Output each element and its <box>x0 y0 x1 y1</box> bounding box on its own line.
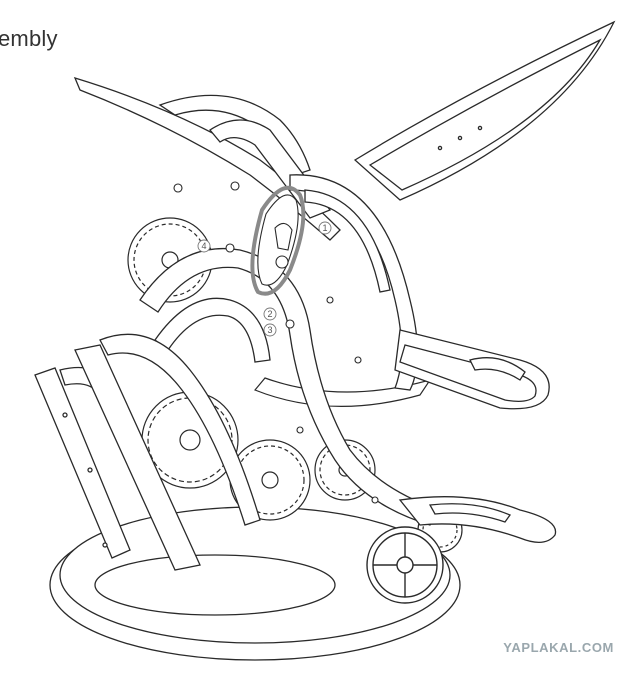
callout-4: 4 <box>197 239 211 253</box>
page-title: embly <box>0 26 58 51</box>
watermark: YAPLAKAL.COM <box>503 640 614 655</box>
highlighted-link <box>250 185 306 296</box>
callout-3: 3 <box>263 323 277 337</box>
svg-text:4: 4 <box>201 241 206 251</box>
front-legs <box>34 344 201 571</box>
pins <box>173 181 379 504</box>
upper-wing <box>73 76 341 241</box>
tail-fin <box>398 496 557 543</box>
spear-blade <box>353 20 616 201</box>
spoked-wheel <box>366 526 444 604</box>
base-plate <box>49 506 461 661</box>
link-detail <box>257 194 299 286</box>
callout-2: 2 <box>263 307 277 321</box>
svg-text:3: 3 <box>267 325 272 335</box>
svg-text:1: 1 <box>322 223 327 233</box>
gear-train <box>127 217 463 553</box>
lever-handle <box>394 329 550 410</box>
callout-1: 1 <box>318 221 332 235</box>
svg-text:2: 2 <box>267 309 272 319</box>
gear-upper-left <box>127 217 213 303</box>
